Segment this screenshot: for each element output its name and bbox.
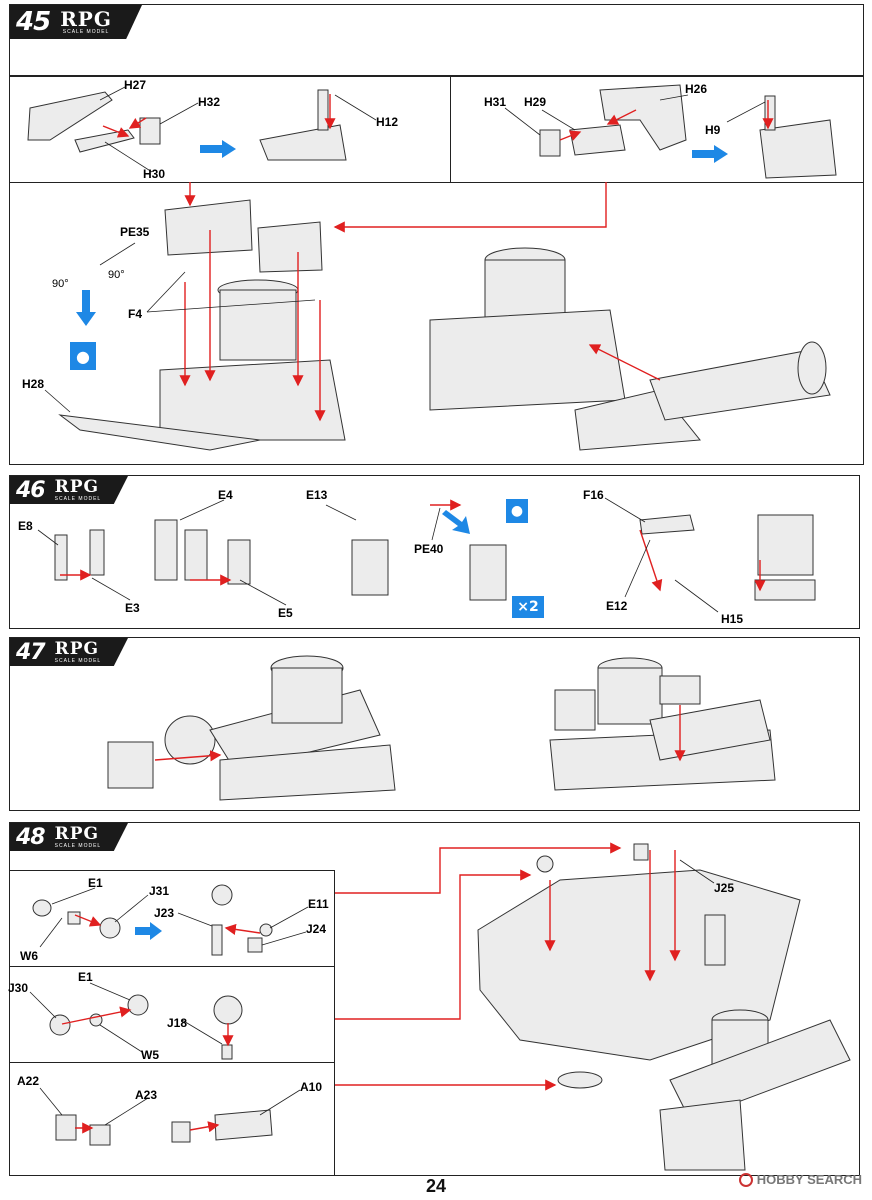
part-label-e5: E5 (278, 606, 293, 620)
part-label-a10: A10 (300, 1080, 323, 1094)
part-label-pe35: PE35 (120, 225, 150, 239)
step-number: 46 (16, 477, 46, 503)
brand-logo: RPG SCALE MODEL (54, 476, 102, 502)
part-label-h32: H32 (198, 95, 221, 109)
angle-label-right: 90° (108, 269, 125, 281)
glue-icon: ● (70, 342, 96, 370)
part-label-e3: E3 (125, 601, 140, 615)
part-label-e13: E13 (306, 488, 328, 502)
page-number: 24 (425, 1176, 447, 1196)
brand-logo: RPG SCALE MODEL (60, 9, 112, 35)
step-number: 45 (16, 7, 51, 37)
part-label-h26: H26 (685, 82, 708, 96)
part-label-e8: E8 (18, 519, 33, 533)
watermark: HOBBY SEARCH (738, 1172, 862, 1187)
brand-sub: SCALE MODEL (54, 495, 102, 502)
part-label-h12: H12 (376, 115, 399, 129)
part-label-h30: H30 (143, 167, 166, 181)
part-label-e12: E12 (606, 599, 628, 613)
watermark-text: HOBBY SEARCH (756, 1172, 862, 1187)
brand-name: RPG (60, 7, 112, 31)
part-label-j24: J24 (306, 922, 327, 936)
part-label-h9: H9 (705, 123, 721, 137)
brand-sub: SCALE MODEL (54, 657, 102, 664)
part-label-j23: J23 (154, 906, 175, 920)
part-label-h31: H31 (484, 95, 507, 109)
glue-icon: ● (506, 499, 528, 523)
step-45-header-panel (9, 4, 864, 76)
part-label-f4: F4 (128, 307, 143, 321)
step-48-subbox-2 (9, 966, 335, 1063)
multiplier-badge: ×2 (512, 596, 544, 618)
brand-name: RPG (54, 476, 100, 497)
brand-logo: RPG SCALE MODEL (54, 638, 102, 664)
part-label-e4: E4 (218, 488, 233, 502)
part-label-h28: H28 (22, 377, 45, 391)
watermark-icon (738, 1172, 753, 1187)
part-label-w5: W5 (141, 1048, 159, 1062)
brand-sub: SCALE MODEL (62, 29, 110, 35)
brand-sub: SCALE MODEL (54, 842, 102, 849)
part-label-h15: H15 (721, 612, 744, 626)
part-label-j30: J30 (8, 981, 29, 995)
part-label-j25: J25 (714, 881, 735, 895)
part-label-a23: A23 (135, 1088, 158, 1102)
part-label-e1: E1 (88, 876, 103, 890)
angle-label-left: 90° (52, 278, 69, 290)
step-45-subassembly-left (9, 76, 451, 183)
part-label-h27: H27 (124, 78, 147, 92)
brand-name: RPG (54, 823, 100, 844)
brand-name: RPG (54, 638, 100, 659)
part-label-a22: A22 (17, 1074, 40, 1088)
step-number: 47 (16, 639, 46, 665)
part-label-pe40: PE40 (414, 542, 444, 556)
step-47-badge: 47 RPG SCALE MODEL (10, 638, 128, 666)
part-label-h29: H29 (524, 95, 547, 109)
part-label-j31: J31 (149, 884, 170, 898)
step-48-subbox-1 (9, 870, 335, 967)
step-48-badge: 48 RPG SCALE MODEL (10, 823, 128, 851)
part-label-f16: F16 (583, 488, 604, 502)
part-label-j18: J18 (167, 1016, 188, 1030)
part-label-e1-second: E1 (78, 970, 93, 984)
step-45-badge: 45 RPG SCALE MODEL (10, 5, 142, 39)
part-label-e11: E11 (308, 897, 329, 911)
step-46-panel (9, 475, 860, 629)
part-label-w6: W6 (20, 949, 38, 963)
brand-logo: RPG SCALE MODEL (54, 823, 102, 849)
step-number: 48 (16, 824, 46, 850)
step-46-badge: 46 RPG SCALE MODEL (10, 476, 128, 504)
